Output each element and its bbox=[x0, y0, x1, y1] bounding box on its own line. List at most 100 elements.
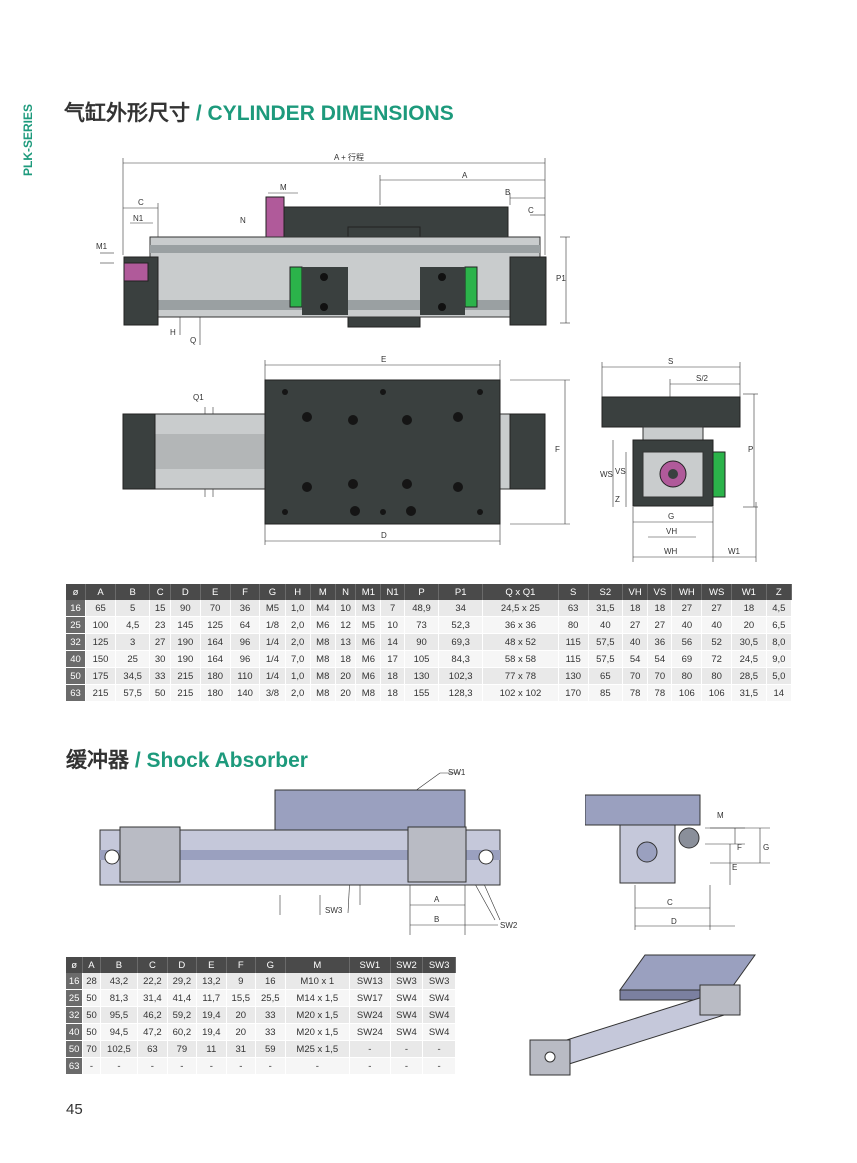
row-bore-size: 32 bbox=[66, 1006, 84, 1024]
title-en: CYLINDER DIMENSIONS bbox=[207, 102, 454, 125]
row-bore-size: 32 bbox=[66, 633, 87, 651]
table-cell: 4,5 bbox=[115, 616, 151, 634]
table-cell: 63 bbox=[558, 600, 589, 617]
table-cell: 19,4 bbox=[196, 1023, 227, 1041]
row-bore-size: 63 bbox=[66, 684, 87, 702]
dim-s2: S/2 bbox=[696, 374, 709, 383]
row-bore-size: 50 bbox=[66, 667, 87, 685]
table-header-cell: WS bbox=[701, 584, 733, 600]
table-cell: - bbox=[349, 1057, 391, 1075]
dim-c: C bbox=[667, 898, 673, 907]
dim-wh: WH bbox=[664, 547, 678, 556]
table-header-cell: A bbox=[82, 957, 101, 973]
table-cell: 14 bbox=[766, 684, 793, 702]
table-cell: SW4 bbox=[422, 1006, 456, 1024]
table-cell: 125 bbox=[85, 633, 116, 651]
table-cell: 96 bbox=[230, 650, 261, 668]
table-cell: 18 bbox=[647, 600, 673, 617]
table-cell: 106 bbox=[701, 684, 733, 702]
table-cell: 110 bbox=[230, 667, 261, 685]
table-header-cell: B bbox=[115, 584, 151, 600]
table-cell: 15,5 bbox=[226, 989, 257, 1007]
table-cell: 18 bbox=[622, 600, 649, 617]
table-cell: SW17 bbox=[349, 989, 391, 1007]
table-cell: 25,5 bbox=[255, 989, 286, 1007]
table-cell: 50 bbox=[149, 684, 171, 702]
table-cell: 36 bbox=[647, 633, 673, 651]
table-cell: M8 bbox=[310, 650, 336, 668]
table-header-cell: C bbox=[137, 957, 168, 973]
table-cell: 102,5 bbox=[100, 1040, 139, 1058]
table-cell: 96 bbox=[230, 633, 261, 651]
table-cell: 60,2 bbox=[167, 1023, 198, 1041]
table-cell: M5 bbox=[355, 616, 382, 634]
table-header-cell: P1 bbox=[438, 584, 484, 600]
table-header-cell: D bbox=[170, 584, 201, 600]
table-cell: 14 bbox=[380, 633, 405, 651]
cylinder-end-view-drawing: S S/2 P WS VS Z G VH WH W1 bbox=[600, 357, 758, 562]
table-cell: M20 x 1,5 bbox=[285, 1006, 351, 1024]
table-cell: M6 bbox=[310, 616, 336, 634]
dim-vs: VS bbox=[615, 467, 626, 476]
table-cell: 79 bbox=[167, 1040, 198, 1058]
table-cell: M6 bbox=[355, 650, 382, 668]
table-cell: 36 x 36 bbox=[482, 616, 559, 634]
table-cell: 2,0 bbox=[285, 684, 311, 702]
table-cell: 215 bbox=[85, 684, 116, 702]
table-cell: - bbox=[255, 1057, 286, 1075]
table-cell: 30,5 bbox=[731, 633, 767, 651]
table-header-cell: C bbox=[149, 584, 171, 600]
dim-m1: M1 bbox=[96, 242, 108, 251]
table-cell: 70 bbox=[200, 600, 231, 617]
table-cell: 80 bbox=[701, 667, 733, 685]
table-cell: 56 bbox=[671, 633, 703, 651]
table-cell: - bbox=[226, 1057, 257, 1075]
table-header-cell: N bbox=[335, 584, 357, 600]
table-cell: - bbox=[196, 1057, 227, 1075]
dim-m: M bbox=[717, 811, 724, 820]
table-cell: 180 bbox=[200, 667, 231, 685]
table-cell: 150 bbox=[85, 650, 116, 668]
table-header-cell: G bbox=[255, 957, 286, 973]
table-cell: 1/4 bbox=[259, 633, 286, 651]
table-header-cell: E bbox=[196, 957, 227, 973]
table-cell: 10 bbox=[380, 616, 405, 634]
table-cell: 6,5 bbox=[766, 616, 793, 634]
row-bore-size: 25 bbox=[66, 616, 87, 634]
dim-b: B bbox=[505, 188, 510, 197]
table-cell: 57,5 bbox=[588, 633, 624, 651]
section-title-shock-absorber: 缓冲器 / Shock Absorber bbox=[66, 744, 308, 774]
table-cell: 40 bbox=[588, 616, 624, 634]
table-header-cell: M bbox=[310, 584, 336, 600]
table-cell: 164 bbox=[200, 633, 231, 651]
table-header-cell: E bbox=[200, 584, 231, 600]
table-cell: 20 bbox=[335, 667, 357, 685]
table-header-cell: F bbox=[226, 957, 257, 973]
table-cell: - bbox=[390, 1057, 424, 1075]
table-header-cell: B bbox=[100, 957, 139, 973]
table-cell: 72 bbox=[701, 650, 733, 668]
table-cell: M8 bbox=[310, 633, 336, 651]
table-cell: 95,5 bbox=[100, 1006, 139, 1024]
table-cell: 180 bbox=[200, 684, 231, 702]
page-number: 45 bbox=[66, 1101, 83, 1118]
table-cell: 70 bbox=[622, 667, 649, 685]
table-cell: 64 bbox=[230, 616, 261, 634]
table-cell: 65 bbox=[588, 667, 624, 685]
table-cell: 36 bbox=[230, 600, 261, 617]
table-cell: 13,2 bbox=[196, 973, 227, 990]
table-cell: 27 bbox=[647, 616, 673, 634]
title-separator: / bbox=[129, 749, 147, 772]
table-cell: 170 bbox=[558, 684, 589, 702]
table-cell: M8 bbox=[310, 684, 336, 702]
table-cell: - bbox=[137, 1057, 168, 1075]
table-cell: 130 bbox=[404, 667, 440, 685]
table-header-cell: M bbox=[285, 957, 351, 973]
table-cell: M6 bbox=[355, 633, 382, 651]
row-bore-size: 40 bbox=[66, 1023, 84, 1041]
table-cell: 73 bbox=[404, 616, 440, 634]
